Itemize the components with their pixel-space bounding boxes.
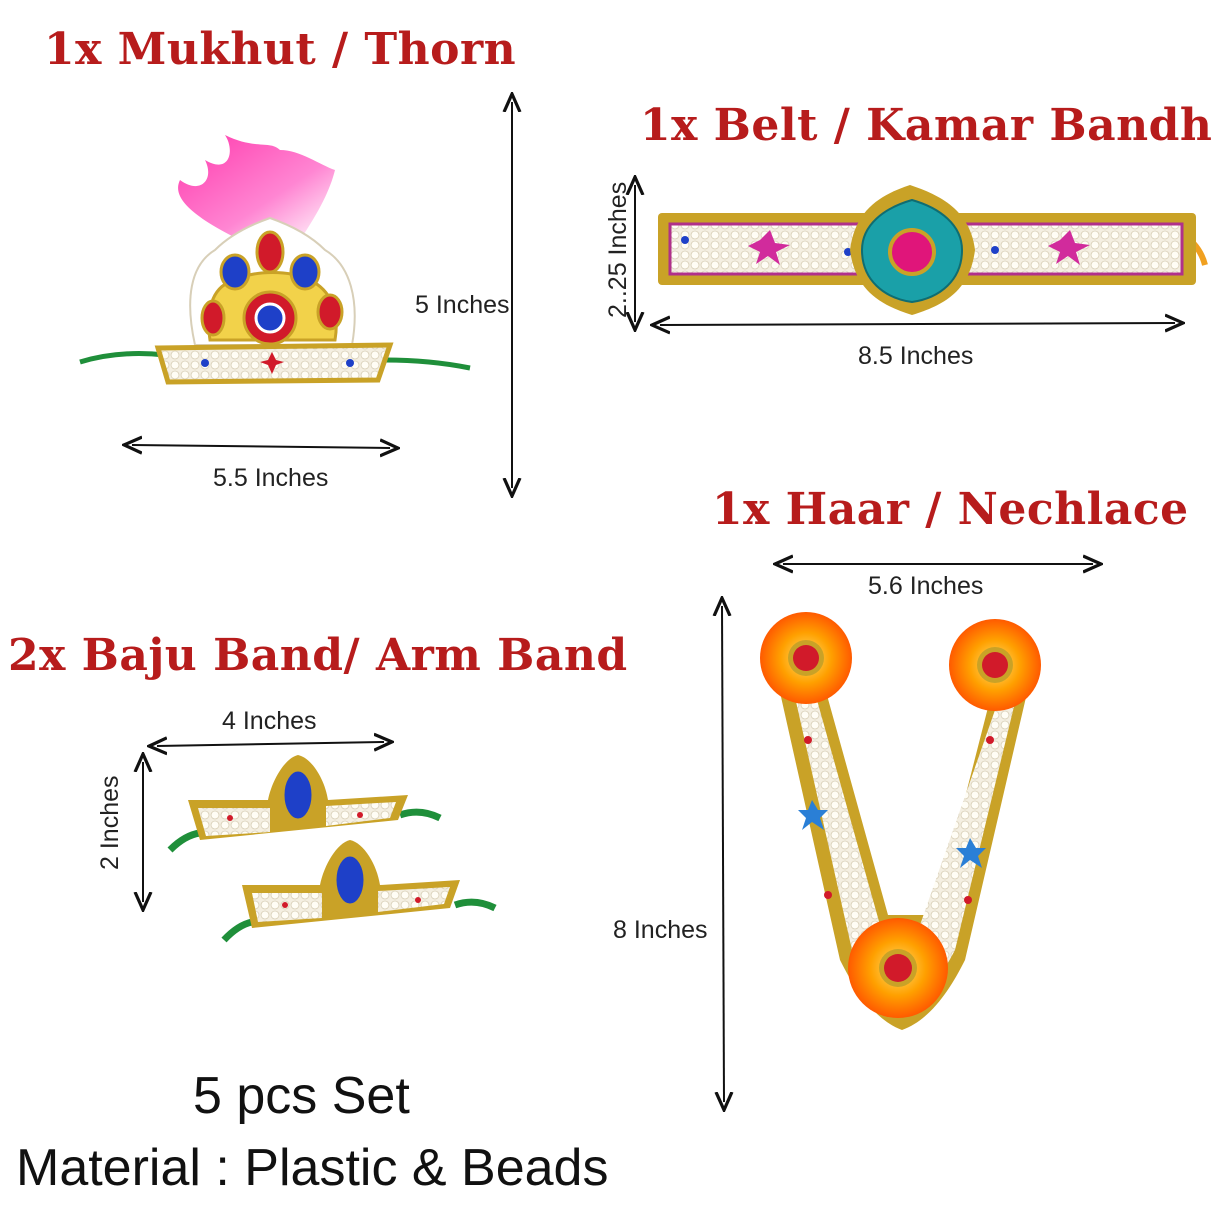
mukhut-width-label: 5.5 Inches [213,464,329,492]
haar-width-label: 5.6 Inches [868,572,984,600]
belt-height-label: 2..25 Inches [604,181,632,318]
belt-width-label: 8.5 Inches [858,342,974,370]
set-count-text: 5 pcs Set [193,1067,410,1125]
haar-height-arrow [722,606,724,1102]
baju-band-upper [167,755,442,853]
flower-right [949,619,1041,711]
baju-width-arrow [157,742,384,746]
belt-kamar-bandh [658,185,1208,315]
haar-necklace [760,612,1041,1030]
baju-width-label: 4 Inches [222,707,317,735]
title-baju: 2x Baju Band/ Arm Band [8,630,628,681]
mukhut-crown [79,135,471,385]
haar-height-label: 8 Inches [613,916,708,944]
material-text: Material : Plastic & Beads [16,1139,609,1197]
flower-left [760,612,852,704]
mukhut-width-arrow [132,445,390,448]
title-haar: 1x Haar / Nechlace [712,484,1189,535]
baju-band-lower [221,840,497,943]
baju-height-label: 2 Inches [96,775,124,870]
title-mukhut: 1x Mukhut / Thorn [44,24,517,75]
mukhut-height-label: 5 Inches [415,291,510,319]
title-belt: 1x Belt / Kamar Bandh [640,100,1213,151]
flower-bottom [848,918,948,1018]
belt-width-arrow [660,323,1175,325]
